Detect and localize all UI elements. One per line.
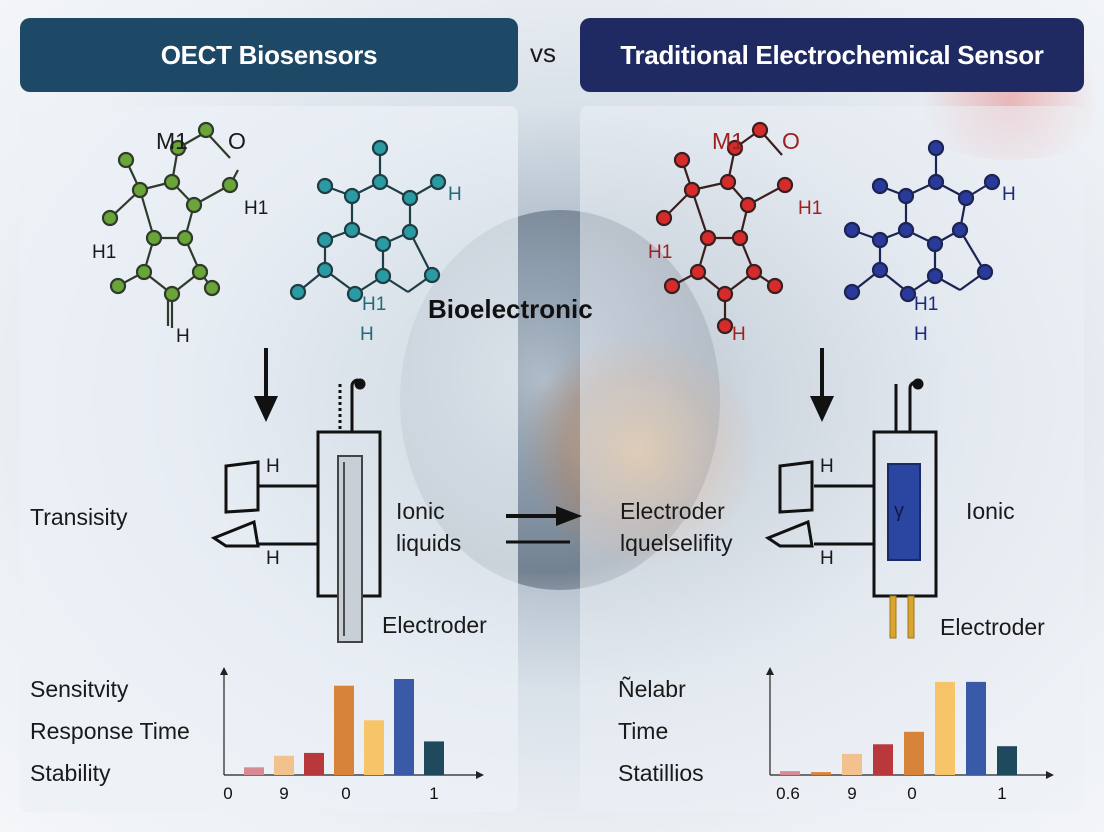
- bar: [811, 772, 831, 775]
- ionic-label-left: Ionic: [396, 498, 445, 524]
- bioelectronic-label: Bioelectronic: [428, 294, 593, 324]
- right-atom-label-h1a: H1: [798, 198, 823, 219]
- traditional-title-banner: Traditional Electrochemical Sensor: [580, 18, 1084, 92]
- bar: [873, 744, 893, 775]
- right-terminal-h-top: H: [820, 456, 834, 477]
- traditional-device: [764, 378, 938, 639]
- x-tick-label: 9: [847, 784, 856, 803]
- right-atom-label-o: O: [782, 128, 800, 154]
- electroder-label-left: Electroder: [382, 612, 487, 638]
- left-atom-label-h-teal: H: [448, 184, 462, 205]
- traditional-bar-chart: 0.6 9 0 1: [766, 667, 1054, 803]
- y-axis-arrowhead: [220, 667, 228, 675]
- bar: [304, 752, 324, 775]
- vs-label: vs: [530, 38, 556, 68]
- bar: [966, 681, 986, 775]
- bar: [935, 681, 955, 775]
- lquelselifity-label: lquelselifity: [620, 530, 733, 556]
- y-axis-arrowhead: [766, 667, 774, 675]
- center-arrow: [506, 506, 582, 544]
- teal-molecule: [289, 139, 447, 303]
- bar: [364, 720, 384, 775]
- left-atom-label-h-teal-b: H: [360, 324, 374, 345]
- red-molecule: [655, 121, 794, 335]
- left-atom-label-o: O: [228, 128, 246, 154]
- metric-nelabr: Ñelabr: [618, 676, 686, 702]
- left-atom-label-h1-teal: H1: [362, 294, 387, 315]
- bar: [424, 741, 444, 775]
- electroder-side-label-right: Electroder: [620, 498, 725, 524]
- metric-response-time: Response Time: [30, 718, 190, 744]
- oect-title-banner: OECT Biosensors: [20, 18, 518, 92]
- left-atom-label-h1b: H1: [92, 242, 117, 263]
- bar: [334, 685, 354, 775]
- right-terminal-h-bottom: H: [820, 548, 834, 569]
- right-atom-label-h: H: [732, 324, 746, 345]
- metric-sensitivity: Sensitvity: [30, 676, 129, 702]
- x-tick-label: 1: [429, 784, 438, 803]
- bar: [394, 679, 414, 775]
- bar: [904, 731, 924, 775]
- right-atom-label-m1: M1: [712, 128, 744, 154]
- oect-bar-chart: 0 9 0 1: [220, 667, 484, 803]
- traditional-title: Traditional Electrochemical Sensor: [620, 39, 1044, 70]
- green-molecule: [101, 121, 239, 328]
- x-tick-label: 0: [907, 784, 916, 803]
- oect-device: [210, 378, 382, 643]
- metric-statillios: Statillios: [618, 760, 704, 786]
- ionic-label-right: Ionic: [966, 498, 1015, 524]
- left-atom-label-h1a: H1: [244, 198, 269, 219]
- metric-time: Time: [618, 718, 669, 744]
- bar: [780, 771, 800, 775]
- bar: [842, 753, 862, 775]
- metric-stability: Stability: [30, 760, 111, 786]
- oect-panel: [20, 106, 518, 812]
- x-axis-arrowhead: [1046, 771, 1054, 779]
- left-atom-label-h: H: [176, 326, 190, 347]
- x-tick-label: 0.6: [776, 784, 800, 803]
- electroder-label-right: Electroder: [940, 614, 1045, 640]
- right-atom-label-h-blue: H: [1002, 184, 1016, 205]
- left-terminal-h-top: H: [266, 456, 280, 477]
- oect-title: OECT Biosensors: [160, 39, 378, 70]
- x-tick-label: 1: [997, 784, 1006, 803]
- x-tick-label: 9: [279, 784, 288, 803]
- bar: [244, 767, 264, 775]
- liquids-label: liquids: [396, 530, 462, 556]
- x-tick-label: 0: [341, 784, 350, 803]
- blue-molecule: [843, 139, 1001, 303]
- cell-symbol: γ: [894, 500, 904, 522]
- right-atom-label-h-blue-b: H: [914, 324, 928, 345]
- bar: [274, 755, 294, 775]
- right-down-arrow: [810, 348, 834, 422]
- right-atom-label-h1-blue: H1: [914, 294, 939, 315]
- x-tick-label: 0: [223, 784, 232, 803]
- transisity-label: Transisity: [30, 504, 128, 530]
- left-down-arrow: [254, 348, 278, 422]
- left-atom-label-m1: M1: [156, 128, 188, 154]
- right-atom-label-h1b: H1: [648, 242, 673, 263]
- x-axis-arrowhead: [476, 771, 484, 779]
- bar: [997, 746, 1017, 775]
- left-terminal-h-bottom: H: [266, 548, 280, 569]
